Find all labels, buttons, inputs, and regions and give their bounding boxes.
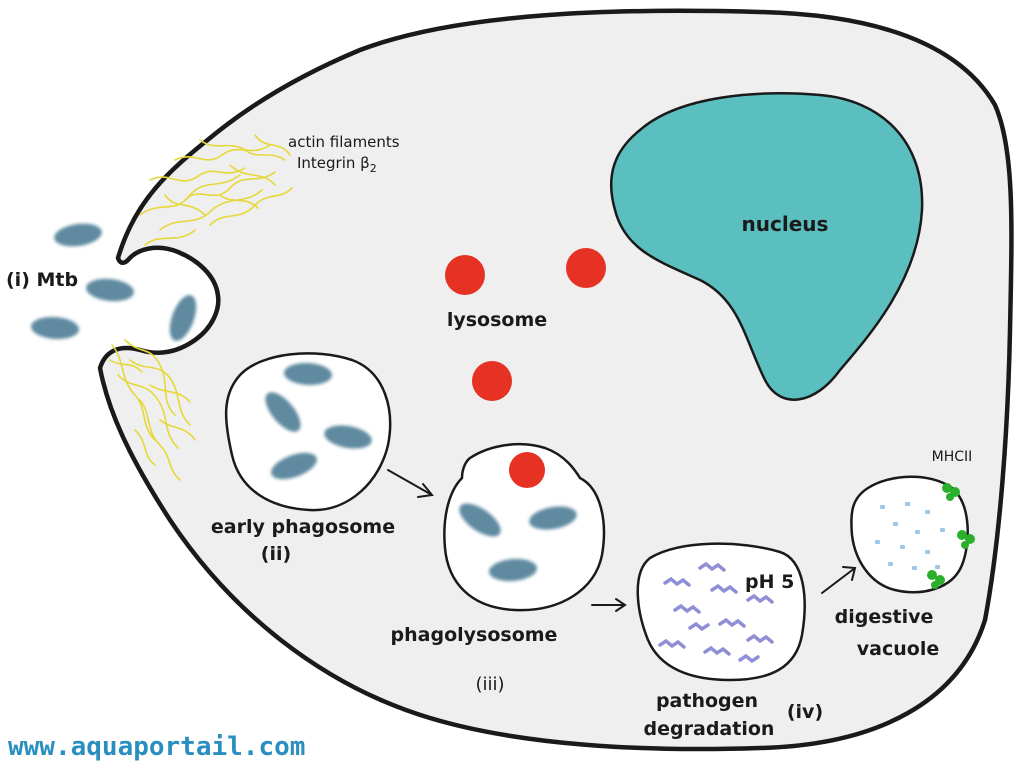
lysosome xyxy=(509,452,545,488)
degraded-pathogen-fragments xyxy=(658,561,774,664)
lysosome xyxy=(566,248,606,288)
watermark: www.aquaportail.com xyxy=(8,732,305,762)
early-phagosome xyxy=(224,352,392,512)
label-nucleus: nucleus xyxy=(742,212,829,236)
label-step-iv: (iv) xyxy=(787,701,823,723)
label-vacuole: vacuole xyxy=(857,638,939,660)
label-early-phagosome: early phagosome xyxy=(211,516,395,538)
label-step-iii: (iii) xyxy=(475,674,504,695)
label-ph: pH 5 xyxy=(745,571,794,593)
label-phagolysosome: phagolysosome xyxy=(391,624,558,646)
degradation-vesicle xyxy=(636,542,806,682)
label-mhcii: MHCII xyxy=(932,449,973,465)
label-integrin: Integrin β2 xyxy=(297,154,377,175)
lysosome xyxy=(445,255,485,295)
nucleus xyxy=(610,92,924,401)
actin-filaments-lower xyxy=(109,339,196,481)
label-digestive: digestive xyxy=(835,606,934,628)
antigen-fragments xyxy=(875,502,945,570)
label-lysosome: lysosome xyxy=(447,309,547,331)
actin-filaments-upper xyxy=(139,134,293,246)
mtb-bacterium xyxy=(53,221,104,249)
phagolysosome xyxy=(443,442,606,612)
mtb-bacterium xyxy=(30,315,79,340)
process-arrows xyxy=(387,469,857,612)
label-step-ii: (ii) xyxy=(261,543,291,565)
arrow-phagolysosome-to-degradation xyxy=(591,598,627,612)
label-degradation: degradation xyxy=(644,718,775,740)
arrow-degradation-to-vacuole xyxy=(821,566,857,594)
label-pathogen: pathogen xyxy=(656,690,758,712)
label-actin-filaments: actin filaments xyxy=(288,133,400,151)
lysosome xyxy=(472,361,512,401)
arrow-early-to-phagolysosome xyxy=(387,469,434,498)
mtb-bacterium xyxy=(164,292,201,345)
label-mtb: (i) Mtb xyxy=(6,269,78,291)
mtb-bacterium xyxy=(85,277,135,304)
mhcii-complex xyxy=(927,483,975,589)
